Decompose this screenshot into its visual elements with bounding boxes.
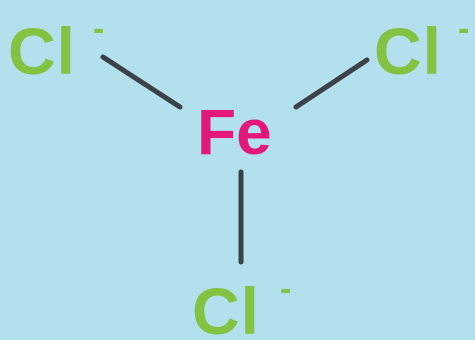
ligand-charge: -: [93, 10, 105, 48]
ligand-symbol: Cl: [374, 14, 442, 88]
ligand-charge: -: [280, 270, 292, 308]
ligand-cl-top-left: Cl: [8, 18, 76, 84]
center-atom-symbol: Fe: [197, 96, 272, 168]
ligand-symbol: Cl: [192, 274, 260, 340]
center-atom-fe: Fe: [197, 100, 272, 164]
ligand-symbol: Cl: [8, 14, 76, 88]
ligand-cl-top-right: Cl: [374, 18, 442, 84]
bond-top-left: [100, 54, 183, 110]
bond-top-right: [293, 57, 370, 110]
ligand-charge: -: [458, 10, 470, 48]
ligand-cl-bottom: Cl: [192, 278, 260, 340]
